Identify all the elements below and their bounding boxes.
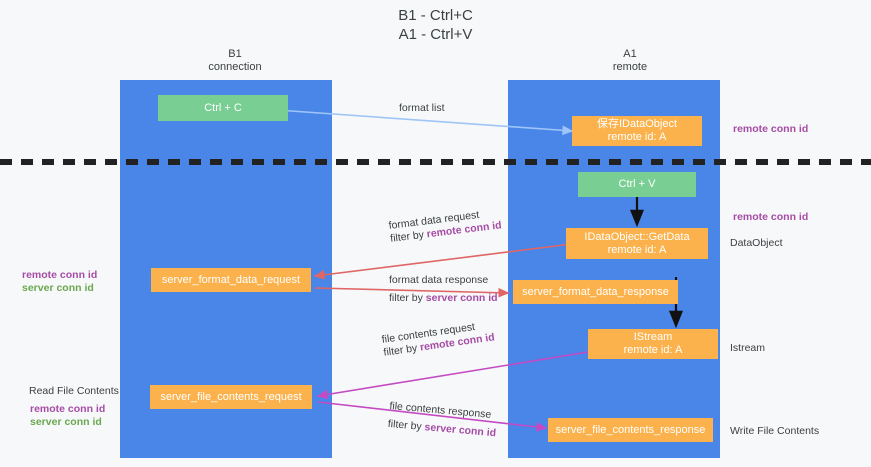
node-idataobject-getdata-sublabel: remote id: A xyxy=(607,243,667,256)
edge-label-format-list-line1: format list xyxy=(399,102,445,114)
annotation-read-file-conn-ids: remote conn id server conn id xyxy=(30,403,105,429)
node-istream-label: IStream xyxy=(633,331,673,343)
edge-label-format-data-response-line2: filter by server conn id xyxy=(389,292,498,305)
node-server-file-contents-response-label: server_file_contents_response xyxy=(555,423,706,436)
page-title: B1 - Ctrl+C A1 - Ctrl+V xyxy=(0,6,871,44)
edge-label-file-contents-request: file contents request filter by remote c… xyxy=(381,318,496,359)
edge-label-file-contents-response-prefix: filter by xyxy=(387,417,426,434)
edge-label-format-data-response-highlight: server conn id xyxy=(425,292,498,304)
node-ctrl-v-label: Ctrl + V xyxy=(618,178,656,190)
node-istream-sublabel: remote id: A xyxy=(623,344,683,356)
edge-label-file-contents-response: file contents response filter by server … xyxy=(387,400,498,440)
node-save-idataobject-sublabel: remote id: A xyxy=(607,131,667,143)
node-ctrl-v[interactable]: Ctrl + V xyxy=(578,172,696,197)
edge-label-format-data-response-line1: format data response xyxy=(389,274,489,286)
edge-label-file-contents-response-line2: filter by server conn id xyxy=(387,418,496,440)
column-header-b1-line1: B1 xyxy=(228,48,242,60)
annotation-read-file-remote-conn-id: remote conn id xyxy=(30,403,106,415)
node-save-idataobject[interactable]: 保存IDataObject remote id: A xyxy=(572,116,702,146)
annotation-istream: Istream xyxy=(730,342,766,354)
edge-label-file-contents-response-highlight: server conn id xyxy=(424,421,497,440)
node-server-format-data-request-label: server_format_data_request xyxy=(161,273,301,286)
annotation-data-object: DataObject xyxy=(730,237,783,249)
annotation-remote-conn-id-top: remote conn id xyxy=(733,123,809,135)
page-title-line1: B1 - Ctrl+C xyxy=(398,7,473,24)
node-server-format-data-request[interactable]: server_format_data_request xyxy=(151,268,311,292)
edge-label-format-data-request: format data request filter by remote con… xyxy=(388,206,502,245)
node-server-file-contents-response[interactable]: server_file_contents_response xyxy=(548,418,713,442)
node-server-format-data-response-label: server_format_data_response xyxy=(522,285,669,298)
column-header-a1: A1 remote xyxy=(540,48,720,74)
annotation-copy-conn-ids: remote conn id server conn id xyxy=(22,269,97,295)
column-header-b1-line2: connection xyxy=(208,61,262,73)
annotation-remote-conn-id-middle: remote conn id xyxy=(733,211,809,223)
annotation-write-file-contents: Write File Contents xyxy=(730,425,820,437)
annotation-copy-remote-conn-id: remote conn id xyxy=(22,269,98,281)
edge-label-format-data-response: format data response filter by server co… xyxy=(389,274,498,305)
column-header-a1-line1: A1 xyxy=(623,48,637,60)
column-header-b1: B1 connection xyxy=(145,48,325,74)
edge-label-format-data-response-prefix: filter by xyxy=(389,292,426,304)
node-server-format-data-response[interactable]: server_format_data_response xyxy=(513,280,678,304)
node-ctrl-c-label: Ctrl + C xyxy=(204,101,242,114)
page-title-line2: A1 - Ctrl+V xyxy=(398,26,473,43)
annotation-read-file-server-conn-id: server conn id xyxy=(30,416,102,428)
node-save-idataobject-label: 保存IDataObject xyxy=(596,118,678,130)
node-server-file-contents-request-label: server_file_contents_request xyxy=(160,390,302,403)
column-header-a1-line2: remote xyxy=(612,61,648,73)
edge-label-format-list: format list xyxy=(399,102,445,115)
node-ctrl-c[interactable]: Ctrl + C xyxy=(158,95,288,121)
node-server-file-contents-request[interactable]: server_file_contents_request xyxy=(150,385,312,409)
annotation-read-file-contents-title: Read File Contents xyxy=(29,385,119,397)
node-idataobject-getdata[interactable]: IDataObject::GetData remote id: A xyxy=(566,228,708,259)
node-istream[interactable]: IStream remote id: A xyxy=(588,329,718,359)
annotation-copy-server-conn-id: server conn id xyxy=(22,282,94,294)
node-idataobject-getdata-label: IDataObject::GetData xyxy=(584,230,690,243)
